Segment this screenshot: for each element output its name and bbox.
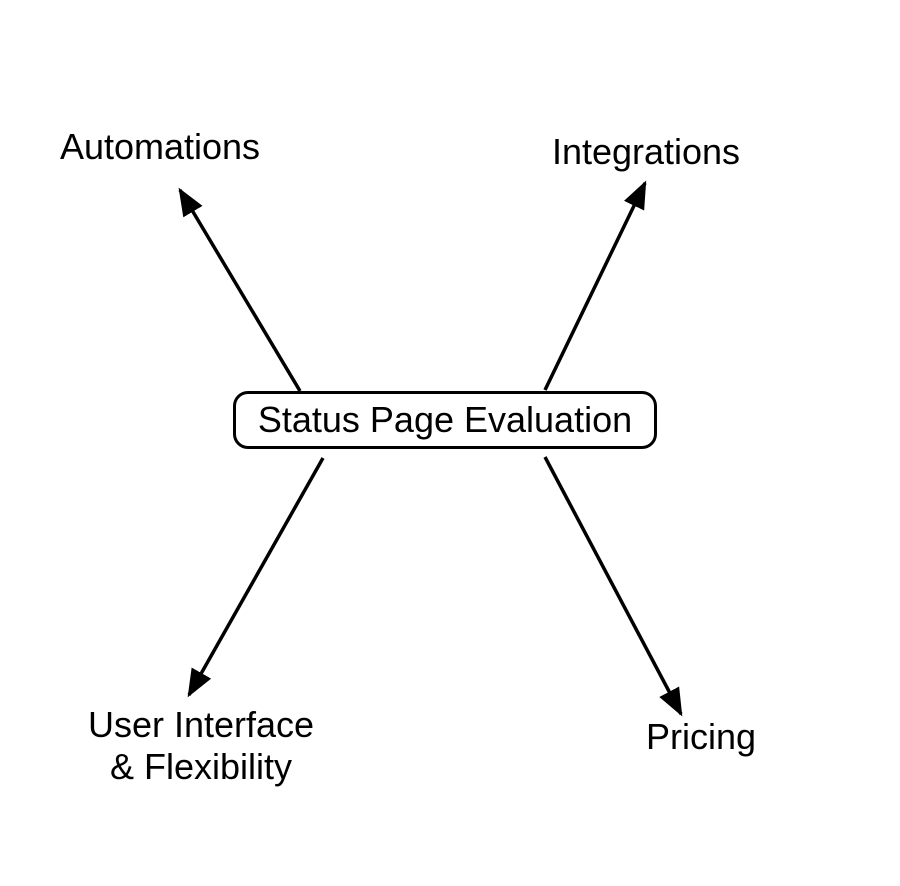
node-user-interface-flexibility-label-line2: & Flexibility bbox=[109, 746, 293, 787]
arrow-to-user-interface-flexibility bbox=[187, 457, 325, 698]
arrow-to-automations bbox=[178, 187, 302, 392]
center-node: Status Page Evaluation bbox=[233, 391, 657, 449]
center-node-label: Status Page Evaluation bbox=[257, 399, 633, 440]
arrow-to-integrations bbox=[543, 180, 647, 391]
node-user-interface-flexibility: User Interface & Flexibility bbox=[88, 704, 314, 788]
node-integrations: Integrations bbox=[552, 131, 740, 173]
node-user-interface-flexibility-label-line1: User Interface bbox=[87, 704, 315, 745]
node-pricing: Pricing bbox=[646, 716, 756, 758]
arrow-to-pricing bbox=[543, 456, 683, 717]
node-pricing-label: Pricing bbox=[645, 716, 757, 757]
node-automations: Automations bbox=[60, 126, 260, 168]
node-automations-label: Automations bbox=[59, 126, 261, 167]
node-integrations-label: Integrations bbox=[551, 131, 741, 172]
